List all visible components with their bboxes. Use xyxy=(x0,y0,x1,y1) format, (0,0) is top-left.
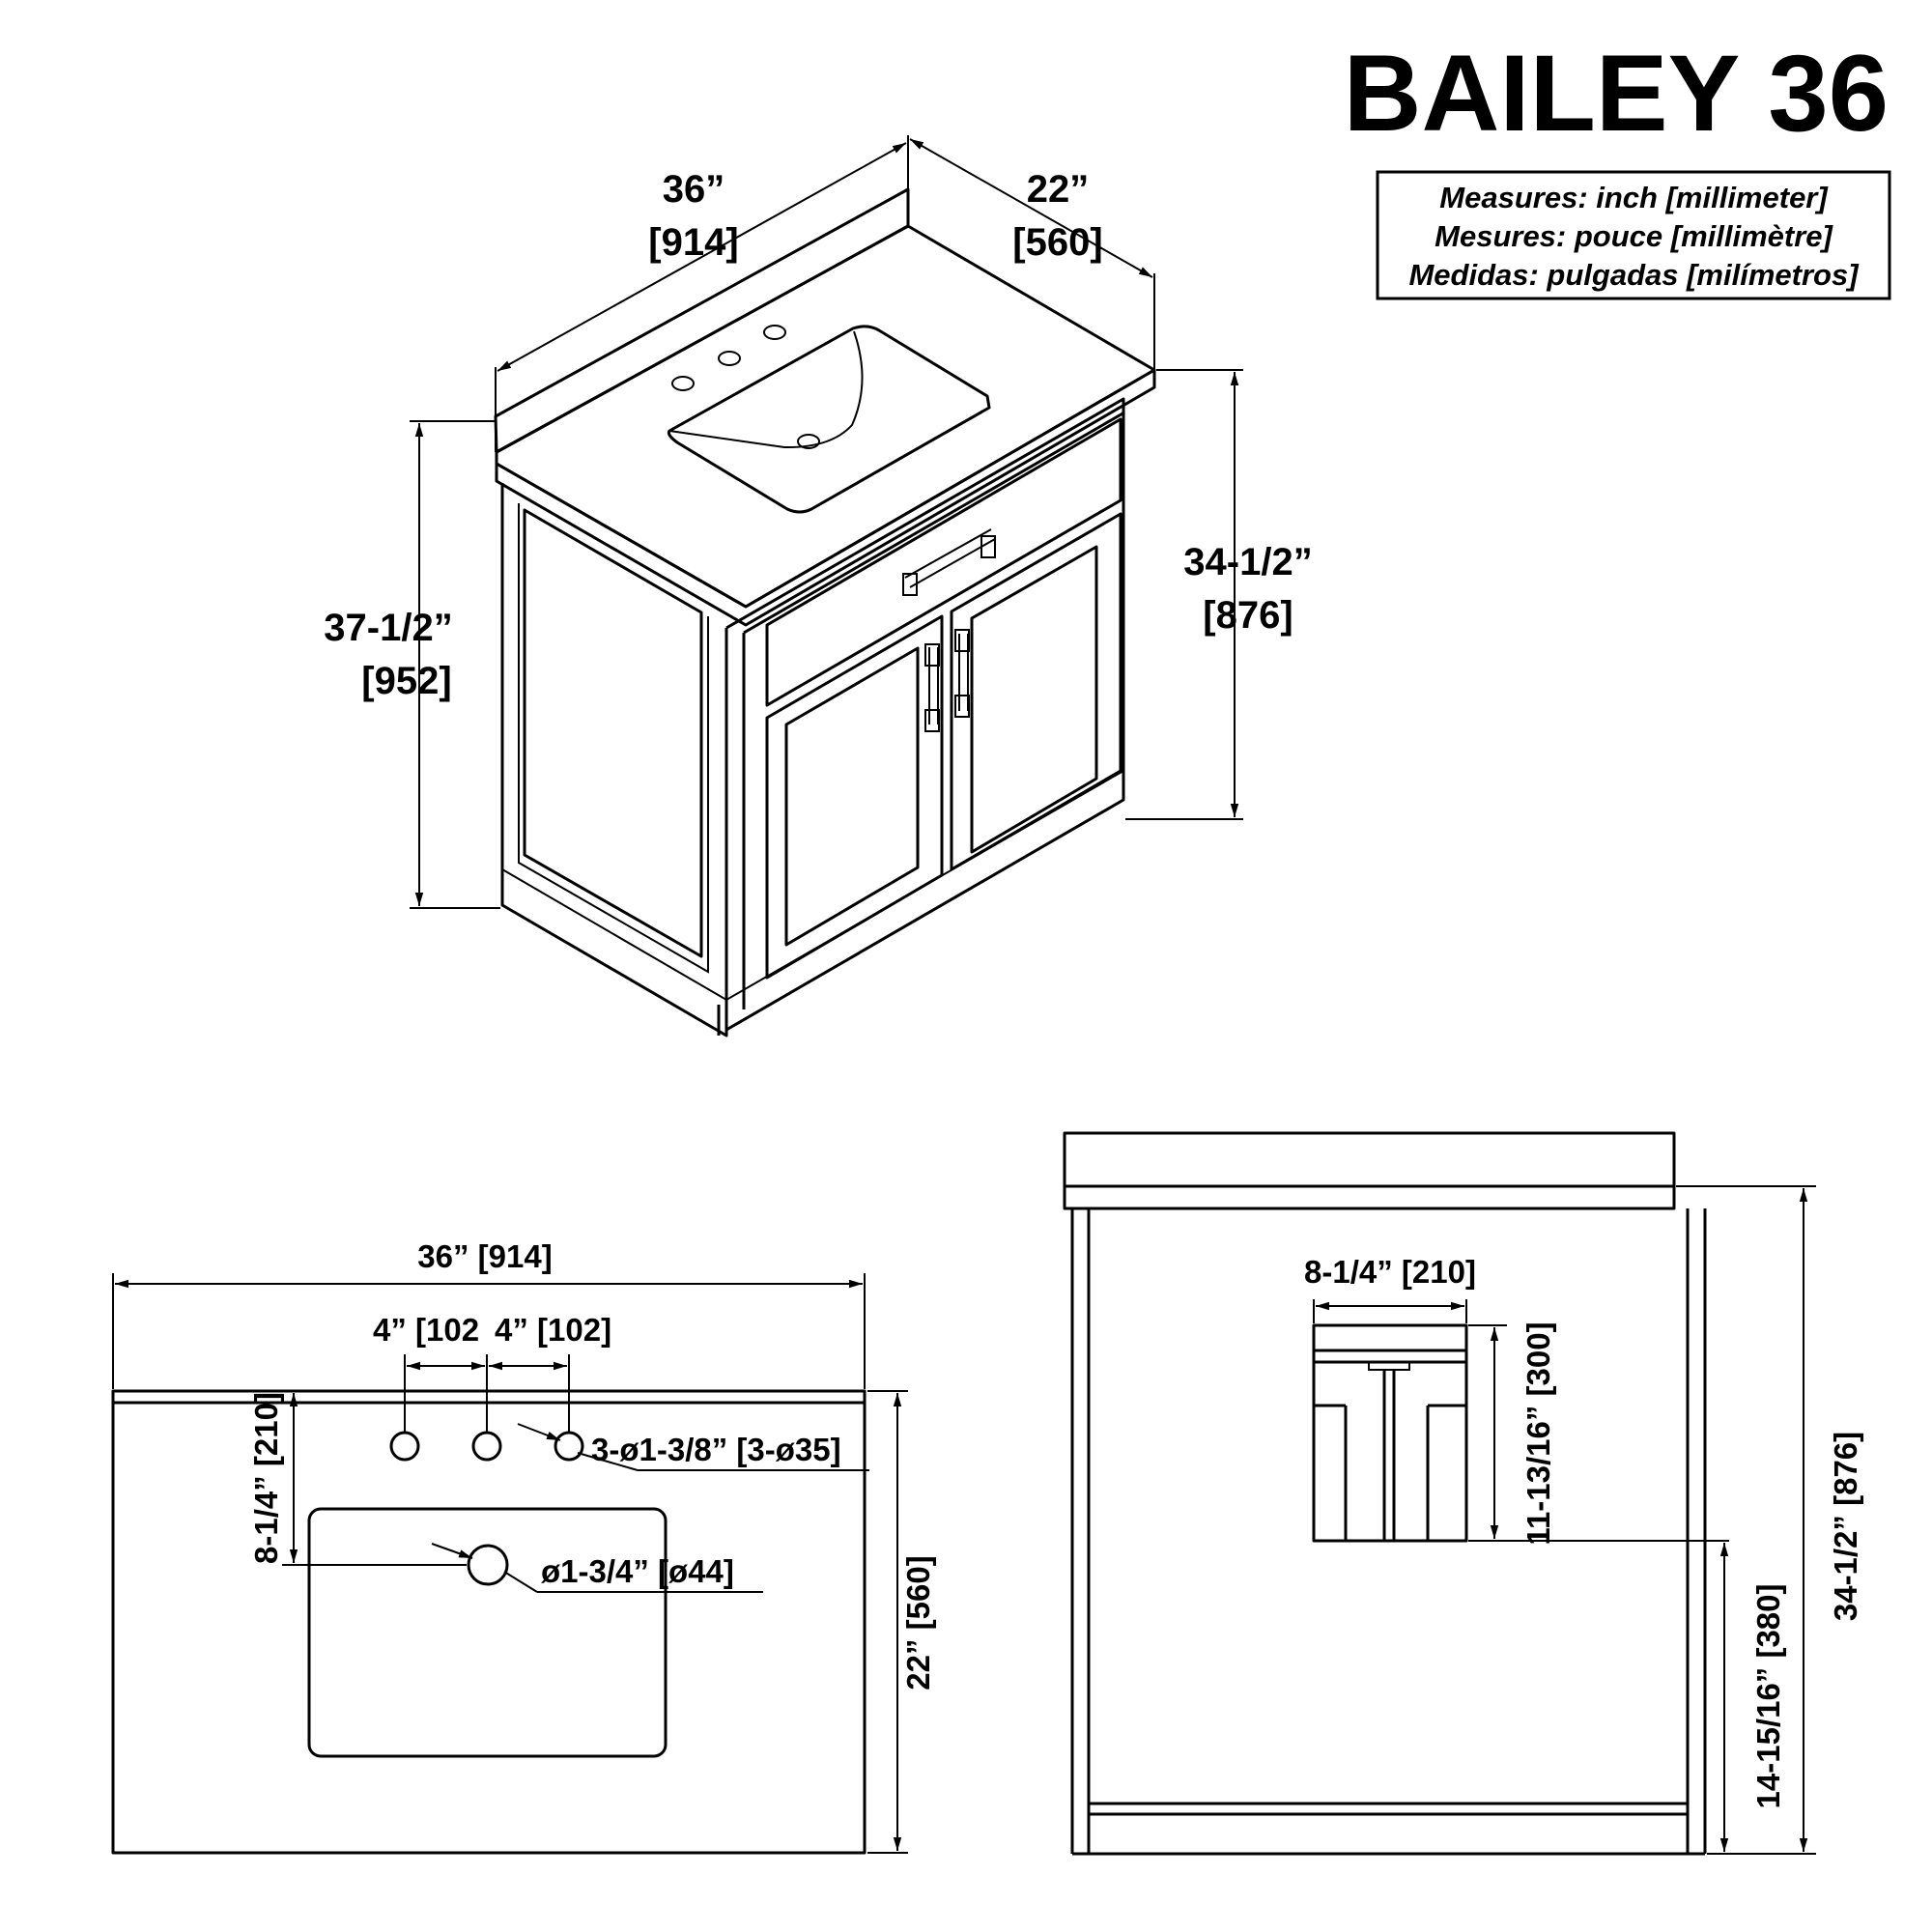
front-drain-height: 11-13/16” [300] xyxy=(1520,1321,1556,1545)
front-drain-width: 8-1/4” [210] xyxy=(1304,1254,1476,1290)
units-box xyxy=(1376,170,1891,300)
iso-cabinet-height-inch: 34-1/2” xyxy=(1183,541,1312,583)
iso-width-mm: [914] xyxy=(648,221,738,264)
front-drain-from-floor: 14-15/16” [380] xyxy=(1750,1584,1786,1809)
units-line-fr: Mesures: pouce [millimètre] xyxy=(1435,219,1833,253)
front-cabinet-height: 34-1/2” [876] xyxy=(1828,1432,1863,1621)
iso-total-height-mm: [952] xyxy=(361,660,451,702)
top-drain-offset: 8-1/4” [210] xyxy=(248,1392,284,1564)
top-depth-label: 22” [560] xyxy=(900,1555,936,1690)
iso-depth-mm: [560] xyxy=(1012,221,1102,264)
product-title: BAILEY 36 xyxy=(1344,33,1889,154)
iso-total-height-inch: 37-1/2” xyxy=(324,607,452,649)
top-hole-spacing-1: 4” [102 xyxy=(373,1312,479,1348)
iso-cabinet-height-mm: [876] xyxy=(1203,594,1293,637)
front-view-dimensions xyxy=(1313,1185,1816,1855)
iso-dimensions xyxy=(410,135,1243,909)
top-hole-callout: 3-ø1-3/8” [3-ø35] xyxy=(591,1432,841,1467)
top-width-label: 36” [914] xyxy=(417,1238,552,1274)
top-hole-spacing-2: 4” [102] xyxy=(495,1312,611,1348)
units-line-es: Medidas: pulgadas [milímetros] xyxy=(1408,258,1860,292)
iso-width-inch: 36” xyxy=(663,168,725,211)
top-view-dimensions xyxy=(112,1273,908,1854)
front-view-drawing xyxy=(1063,1131,1707,1856)
top-drain-callout: ø1-3/4” [ø44] xyxy=(541,1553,734,1589)
top-view-drawing xyxy=(111,1389,867,1855)
iso-depth-inch: 22” xyxy=(1027,168,1090,211)
units-line-en: Measures: inch [millimeter] xyxy=(1439,181,1829,214)
